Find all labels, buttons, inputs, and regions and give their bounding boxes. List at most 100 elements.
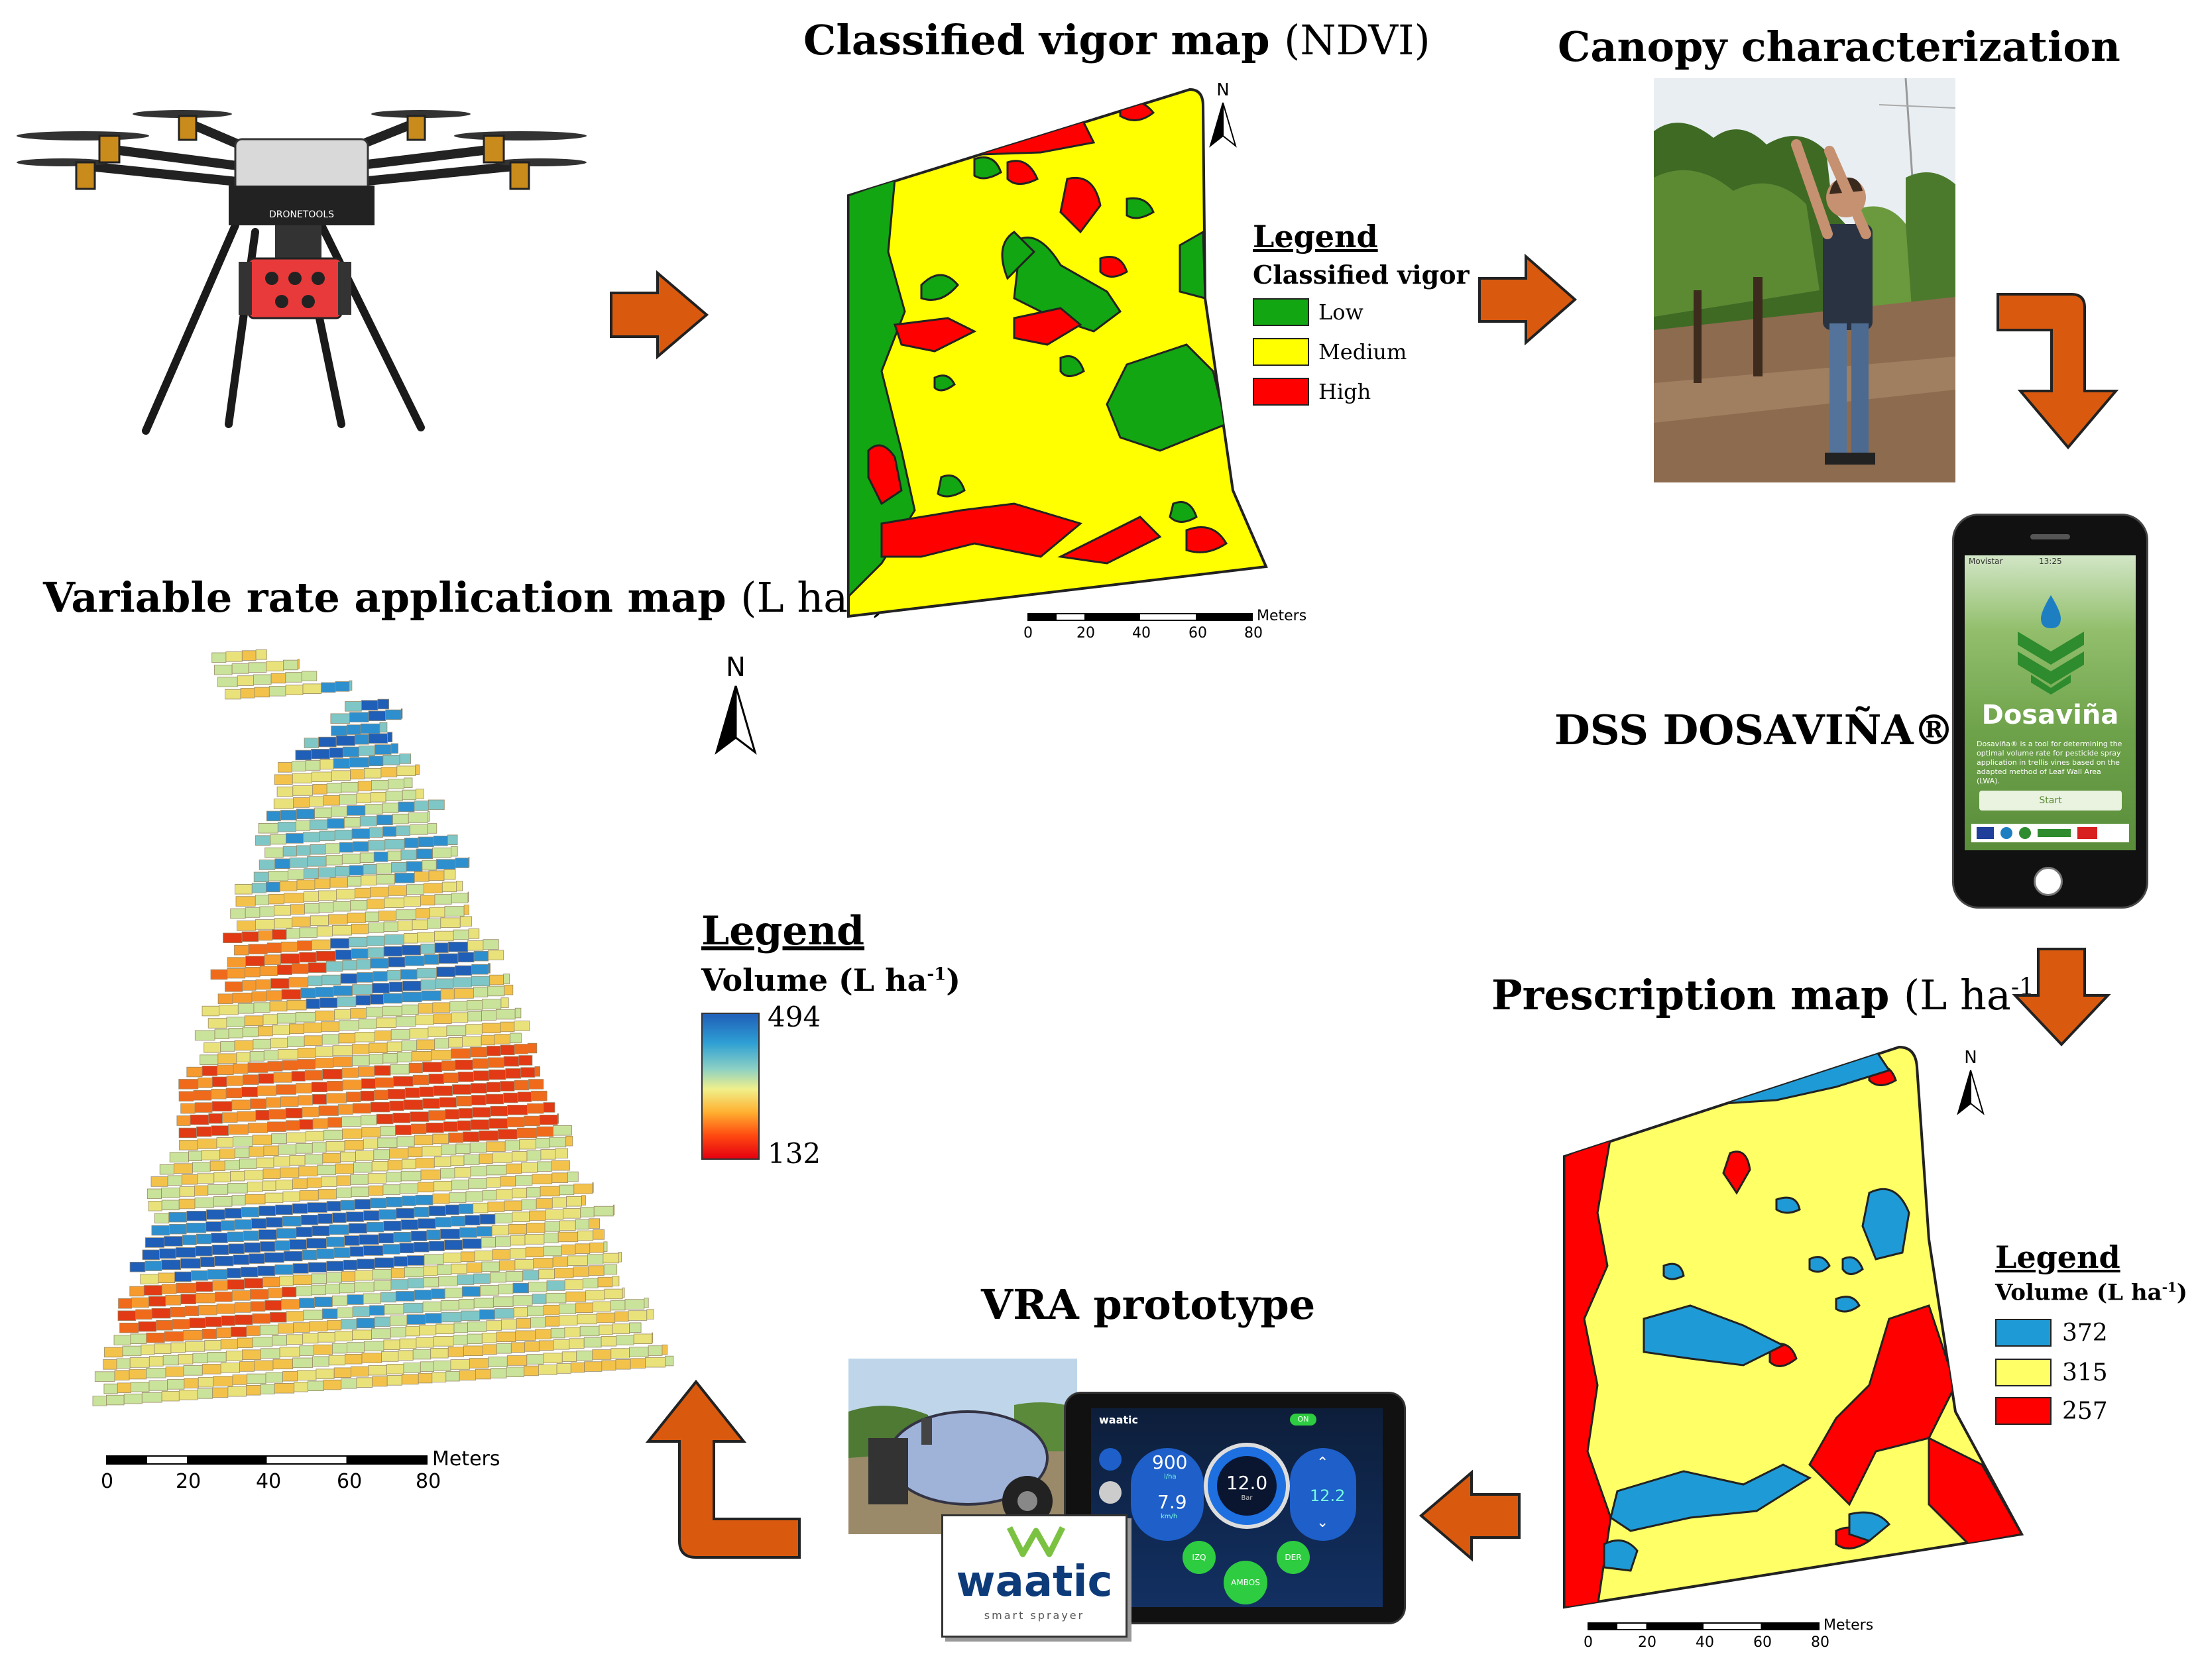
vra-cell [267,1121,286,1132]
vra-cell [361,700,378,710]
vra-cell [401,1040,418,1051]
tablet-toggle[interactable]: ON [1290,1414,1316,1426]
vra-cell [325,1237,345,1247]
vra-cell [190,1114,209,1125]
vra-row [217,974,510,1004]
vra-cell [427,918,441,929]
vra-cell [304,903,319,914]
vra-cell [486,1164,507,1176]
vra-cell [354,1282,375,1292]
vra-cell [489,974,504,985]
vra-cell [512,1295,533,1306]
vra-cell [262,1168,281,1179]
vra-cell [370,958,389,969]
vra-cell [186,1211,207,1221]
tablet-up-icon[interactable]: ⌃ [1316,1455,1329,1471]
vra-cell [204,1340,221,1351]
vra-cell [129,1369,147,1380]
vra-cell [259,860,276,870]
tablet-pressure-unit: Bar [1241,1494,1253,1502]
vra-cell [455,1060,473,1070]
tablet-btn-der[interactable]: DER [1277,1541,1310,1574]
vra-cell [363,864,377,875]
vra-cell [382,1053,398,1064]
vra-cell [260,1384,275,1395]
vra-row [142,1218,601,1260]
tablet-gauge-icon[interactable] [1099,1481,1122,1504]
vra-cell [398,1350,414,1361]
vra-cell [217,677,238,687]
vra-cell [443,869,456,880]
phone-start-button[interactable]: Start [1979,791,2122,811]
vra-cell [603,1264,618,1275]
vra-cell [633,1333,653,1345]
vra-cell [282,1371,298,1382]
prescription-legend-title: Legend [1995,1239,2120,1275]
vra-cell [259,1205,276,1216]
vra-cell [113,1335,131,1345]
vra-cell [505,1271,524,1282]
vra-cell [396,1052,412,1063]
vra-cell [318,867,336,878]
tablet-btn-izq[interactable]: IZQ [1183,1541,1216,1574]
vra-cell [467,1321,487,1332]
vra-cell [154,1343,172,1354]
vra-cell [104,1347,123,1358]
vra-cell [274,858,290,869]
vra-cell [245,966,261,978]
vra-cell [538,1268,555,1280]
phone-home-button[interactable] [2034,867,2063,896]
vra-cell [470,1119,490,1130]
vra-cell [428,1205,446,1217]
vra-cell [449,1001,468,1012]
vra-cell [368,1185,384,1196]
vra-row [151,1195,586,1236]
vra-cell [297,659,300,669]
vra-cell [411,1051,432,1062]
vra-cell [220,1339,238,1349]
vra-cell [467,1011,482,1022]
vra-cell [573,1184,593,1194]
tablet-btn-ambos[interactable]: AMBOS [1224,1561,1267,1604]
vra-cell [401,1374,419,1385]
vra-cell [266,942,282,953]
vra-cell [406,1314,426,1325]
vra-cell [308,976,323,986]
vra-cell [194,1102,213,1113]
vra-cell [146,1332,165,1343]
vra-cell [307,1202,327,1213]
vra-cell [603,1241,608,1252]
vra-cell [321,974,341,985]
vra-cell [521,1199,537,1210]
vra-cell [214,1029,229,1040]
vra-cell [386,1172,402,1182]
vra-cell [183,1330,203,1341]
vra-row [140,1241,608,1284]
vra-row [117,1276,620,1321]
vra-cell [264,1300,282,1311]
vra-cell [592,1349,612,1360]
vra-cell [357,1066,375,1077]
vra-cell [103,1383,118,1394]
vra-cell [447,941,469,952]
vra-cell [325,1141,345,1152]
vra-cell [395,1291,415,1302]
tablet-clock-icon[interactable] [1099,1448,1122,1471]
vra-cell [211,1076,227,1088]
vra-cell [526,1354,544,1365]
vra-cell [519,1139,536,1150]
variable-rate-title: Variable rate application map (L ha-1) [43,573,888,622]
vra-cell [480,1285,499,1296]
vra-cell [561,1351,577,1362]
vra-cell [253,1038,271,1050]
vra-cell [444,906,465,917]
vra-cell [202,1364,221,1374]
vra-cell [579,1325,600,1337]
vra-cell [467,940,484,951]
vra-cell [277,821,296,832]
tablet-down-icon[interactable]: ⌄ [1316,1514,1329,1531]
vra-cell [316,926,333,937]
vra-cell [356,793,372,803]
vra-cell [255,979,272,990]
vra-cell [131,1297,149,1308]
